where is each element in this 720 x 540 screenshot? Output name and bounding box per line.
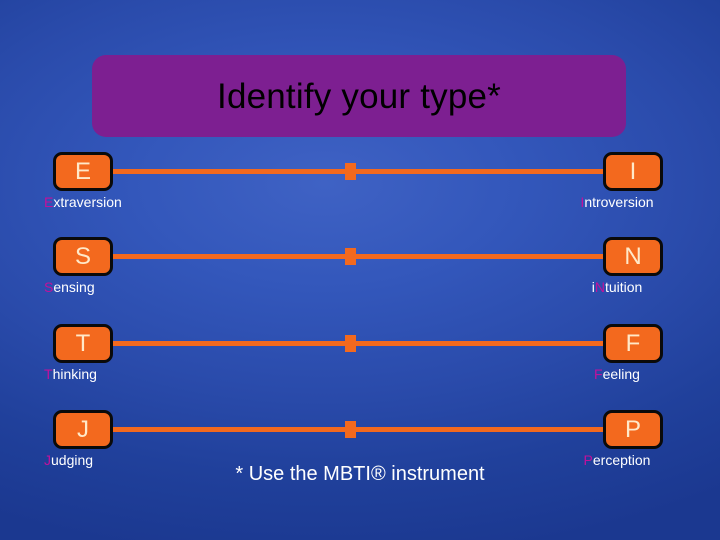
pole-caption-intuition: iNtuition xyxy=(571,279,663,295)
scale-marker-ei[interactable] xyxy=(345,163,356,180)
caption-rest-thinking: hinking xyxy=(52,366,97,382)
pole-letter-e: E xyxy=(74,157,91,185)
scale-line-sn[interactable] xyxy=(113,254,603,259)
pole-box-t[interactable]: T xyxy=(53,324,113,363)
caption-prefix-intuition: i xyxy=(591,279,595,295)
page-title: Identify your type* xyxy=(217,76,501,116)
pole-letter-s: S xyxy=(74,242,91,270)
pole-caption-judging: Judging xyxy=(44,452,94,468)
scale-marker-tf[interactable] xyxy=(345,335,356,352)
title-banner: Identify your type* xyxy=(92,55,626,137)
pole-letter-j: J xyxy=(77,415,89,443)
caption-initial-f: F xyxy=(594,366,603,382)
caption-initial-j: J xyxy=(44,452,51,468)
pole-box-p[interactable]: P xyxy=(603,410,663,449)
dichotomy-row-tf: T Thinking F Feeling xyxy=(0,324,720,408)
caption-rest-sensing: ensing xyxy=(53,279,95,295)
caption-initial-p: P xyxy=(583,452,593,468)
scale-marker-sn[interactable] xyxy=(345,248,356,265)
pole-caption-introversion: Introversion xyxy=(571,194,663,210)
caption-initial-t: T xyxy=(44,366,53,382)
caption-rest-feeling: eeling xyxy=(602,366,640,382)
caption-rest-introversion: ntroversion xyxy=(584,194,654,210)
pole-letter-f: F xyxy=(625,329,641,357)
pole-box-i[interactable]: I xyxy=(603,152,663,191)
caption-rest-judging: udging xyxy=(51,452,94,468)
pole-box-s[interactable]: S xyxy=(53,237,113,276)
caption-initial-s: S xyxy=(44,279,54,295)
pole-box-e[interactable]: E xyxy=(53,152,113,191)
footnote-text: * Use the MBTI® instrument xyxy=(235,463,485,485)
pole-letter-n: N xyxy=(624,242,642,270)
dichotomy-row-sn: S Sensing N iNtuition xyxy=(0,237,720,321)
caption-rest-extraversion: xtraversion xyxy=(53,194,122,210)
pole-caption-thinking: Thinking xyxy=(44,366,97,382)
pole-caption-extraversion: Extraversion xyxy=(44,194,122,210)
pole-box-f[interactable]: F xyxy=(603,324,663,363)
caption-initial-n: N xyxy=(594,279,605,295)
dichotomy-row-ei: E Extraversion I Introversion xyxy=(0,152,720,236)
scale-line-jp[interactable] xyxy=(113,427,603,432)
pole-caption-feeling: Feeling xyxy=(571,366,663,382)
pole-caption-perception: Perception xyxy=(571,452,663,468)
dichotomy-row-jp: J Judging P Perception xyxy=(0,410,720,494)
pole-box-n[interactable]: N xyxy=(603,237,663,276)
caption-initial-i: I xyxy=(580,194,585,210)
scale-marker-jp[interactable] xyxy=(345,421,356,438)
scale-line-tf[interactable] xyxy=(113,341,603,346)
caption-rest-intuition: tuition xyxy=(604,279,643,295)
pole-letter-t: T xyxy=(75,329,91,357)
scale-line-ei[interactable] xyxy=(113,169,603,174)
pole-letter-i: I xyxy=(629,157,637,185)
caption-rest-perception: erception xyxy=(592,452,651,468)
pole-letter-p: P xyxy=(624,415,641,443)
pole-caption-sensing: Sensing xyxy=(44,279,95,295)
pole-box-j[interactable]: J xyxy=(53,410,113,449)
caption-initial-e: E xyxy=(44,194,54,210)
